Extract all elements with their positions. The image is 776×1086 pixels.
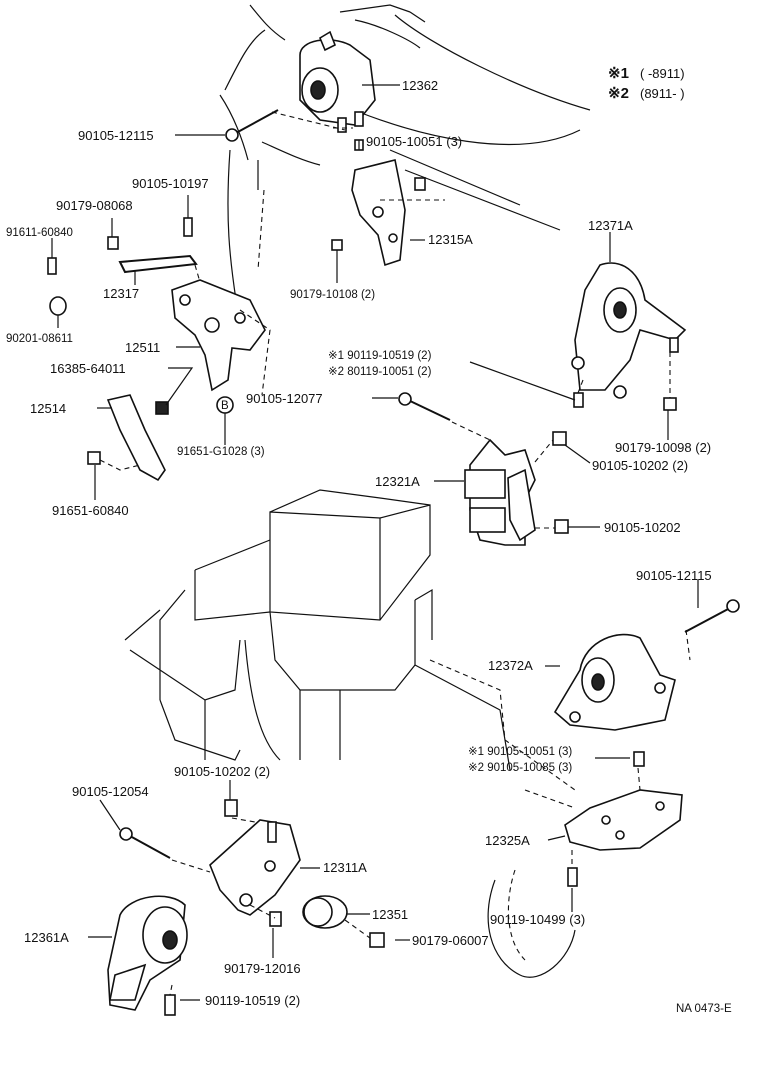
label-90179-06007: 90179-06007 (412, 933, 489, 948)
bolt-90105-10202-right (554, 519, 569, 534)
label-12371A: 12371A (588, 218, 633, 233)
label-90105-12115-right: 90105-12115 (636, 568, 712, 583)
label-91611-60840: 91611-60840 (6, 227, 73, 239)
bracket-12315A (351, 159, 426, 267)
clip-16385-64011 (155, 401, 169, 415)
legend: ※1 ( -8911) ※2 (8911- ) (608, 65, 685, 102)
label-12361A: 12361A (24, 930, 69, 945)
label-90105-10197: 90105-10197 (132, 176, 209, 191)
legend-range-2: (8911- ) (640, 86, 685, 101)
mount-12361A (107, 895, 188, 1011)
legend-mark-2: ※2 (608, 85, 629, 102)
label-12321A: 12321A (375, 474, 420, 489)
label-12362: 12362 (402, 78, 438, 93)
mount-12372A (553, 633, 676, 731)
bolt-90105-10202-2-left (224, 799, 238, 817)
nut-90179-10108 (331, 239, 343, 251)
bolt-90119-10499 (567, 867, 578, 887)
label-80119-10051-2-x2: ※2 80119-10051 (2) (328, 366, 432, 378)
label-90105-12115-top: 90105-12115 (78, 128, 154, 143)
label-12351: 12351 (372, 907, 408, 922)
label-90179-10108-2: 90179-10108 (2) (290, 289, 375, 301)
label-91651-60840: 91651-60840 (52, 503, 129, 518)
label-12325A: 12325A (485, 833, 530, 848)
nut-90201-08611 (49, 296, 67, 316)
ref-marker-b-label: B (221, 400, 229, 412)
bracket-12311A (209, 819, 301, 916)
bolt-90105-10202-2-right (552, 431, 567, 446)
label-90201-08611: 90201-08611 (6, 333, 73, 345)
label-16385-64011: 16385-64011 (50, 361, 126, 376)
label-90119-10499-3: 90119-10499 (3) (490, 912, 585, 927)
legend-range-1: ( -8911) (640, 66, 685, 81)
label-90179-10098-2: 90179-10098 (2) (615, 440, 711, 455)
nut-90179-06007 (369, 932, 385, 948)
bolt-90105-10051-12372A (633, 751, 645, 767)
leader-lines (51, 84, 699, 1001)
engine-outline-top (219, 4, 591, 301)
label-90105-10202-2-left: 90105-10202 (2) (174, 764, 270, 779)
mount-12371A (571, 262, 687, 399)
bolt-90119-10519 (573, 392, 584, 408)
label-90105-12054: 90105-12054 (72, 784, 149, 799)
label-90105-10051-3: 90105-10051 (3) (366, 134, 462, 149)
label-90105-10051-3-x1: ※1 90105-10051 (3) (468, 746, 572, 758)
bracket-12325A (564, 789, 683, 851)
label-90119-10519-2-x1: ※1 90119-10519 (2) (328, 350, 432, 362)
label-12372A: 12372A (488, 658, 533, 673)
mount-12362 (299, 30, 376, 133)
nut-90179-12016 (269, 911, 282, 927)
label-90105-10085-3-x2: ※2 90105-10085 (3) (468, 762, 572, 774)
bushing-12351 (302, 895, 348, 929)
bolt-90105-12054 (119, 827, 171, 859)
nut-90179-08068 (107, 236, 119, 250)
bolt-90105-12115-top (225, 109, 279, 142)
label-12514: 12514 (30, 401, 66, 416)
bracket-12514 (106, 394, 166, 482)
label-12311A: 12311A (323, 860, 367, 875)
label-90119-10519-2-bottom: 90119-10519 (2) (205, 993, 300, 1008)
nut-90179-10098 (663, 397, 677, 411)
label-12511: 12511 (125, 340, 160, 355)
engine-block-outline (124, 489, 576, 978)
bolt-90105-10197 (183, 217, 193, 237)
bolt-90105-12115-right (684, 599, 740, 633)
bolt-91651-60840 (87, 451, 101, 465)
label-90105-10202-2-right: 90105-10202 (2) (592, 458, 688, 473)
bolt-90119-10519-bottom (164, 994, 176, 1016)
bolt-90105-12077 (398, 392, 451, 421)
label-12315A: 12315A (428, 232, 473, 247)
label-12317: 12317 (103, 286, 139, 301)
label-90179-08068: 90179-08068 (56, 198, 133, 213)
drawing-code: NA 0473-E (676, 1003, 732, 1015)
label-91651-G1028-3: 91651-G1028 (3) (177, 446, 265, 458)
bracket-12511 (171, 279, 266, 392)
bolt-91611-60840 (47, 257, 57, 275)
label-90105-12077: 90105-12077 (246, 391, 323, 406)
label-90105-10202-right: 90105-10202 (604, 520, 681, 535)
label-90179-12016: 90179-12016 (224, 961, 301, 976)
mount-12321A (464, 438, 536, 546)
rod-12317 (118, 254, 198, 274)
part-labels: 12362 90105-12115 90105-10051 (3) 90105-… (6, 78, 732, 1015)
legend-mark-1: ※1 (608, 65, 629, 82)
